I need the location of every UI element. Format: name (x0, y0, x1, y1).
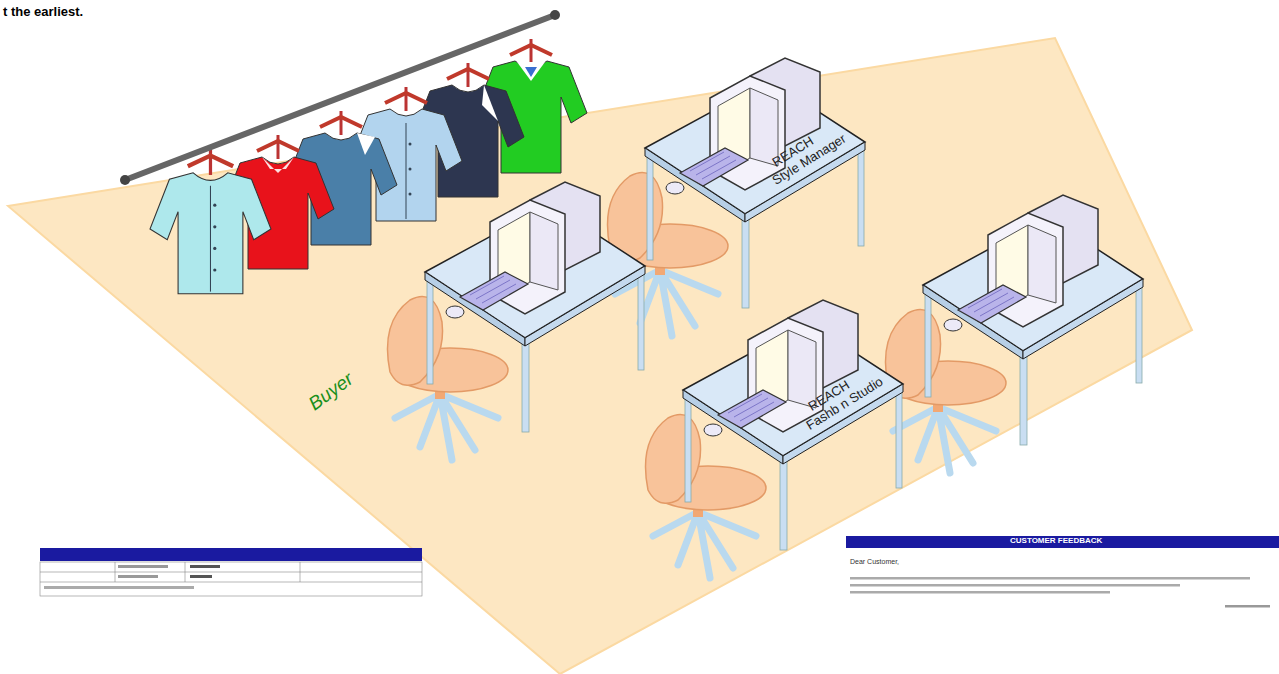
caption-fragment: t the earliest. (3, 5, 83, 19)
document-text: Dear Customer, (850, 558, 899, 566)
document-thumbnail (40, 548, 422, 596)
document-header: CUSTOMER FEEDBACK (1010, 537, 1102, 546)
feedback-thumbnail (846, 536, 1279, 616)
workstation (388, 182, 646, 460)
workstation (608, 58, 866, 336)
workstation (886, 195, 1144, 473)
